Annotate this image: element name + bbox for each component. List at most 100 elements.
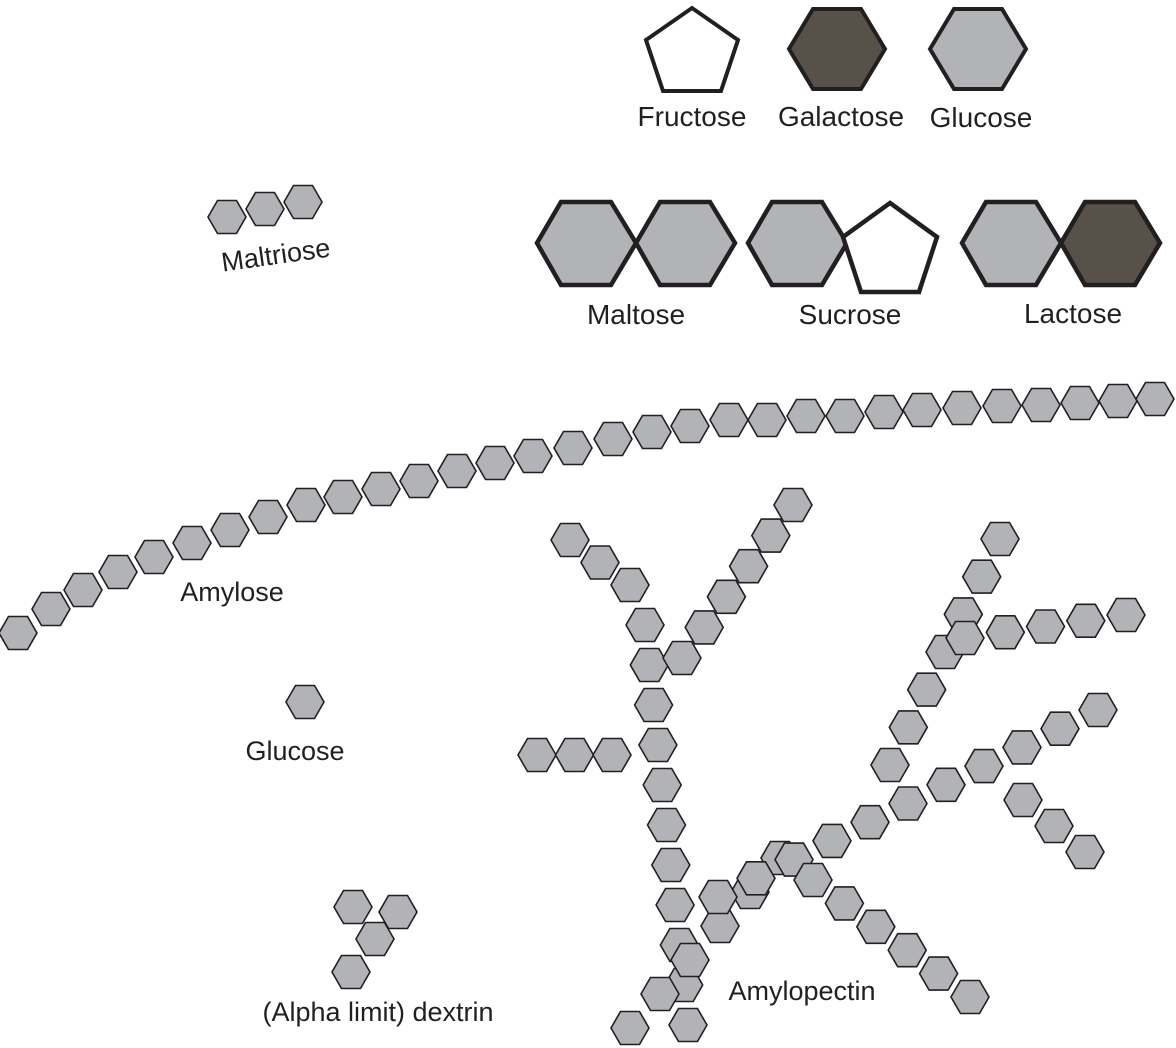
- glucose-hexagon-icon: [355, 921, 395, 957]
- glucose-hexagon-icon: [517, 737, 557, 773]
- glucose-hexagon-icon: [709, 402, 749, 438]
- glucose-hexagon-icon: [855, 909, 896, 945]
- fructose-pentagon-icon: [840, 200, 940, 295]
- glucose-hexagon-icon: [870, 747, 910, 783]
- glucose-hexagon-icon: [982, 388, 1022, 424]
- glucose-hexagon-icon: [554, 737, 595, 773]
- glucose-hexagon-icon: [736, 860, 776, 896]
- glucose-hexagon-icon: [1098, 383, 1138, 419]
- glucose-hexagon-icon: [926, 767, 966, 803]
- glucose-hexagon-icon: [0, 615, 38, 651]
- glucose-hexagon-icon: [902, 392, 942, 428]
- glucose-hexagon-icon: [63, 572, 103, 608]
- sucrose-structure: [745, 199, 940, 295]
- glucose-hexagon-icon: [207, 199, 247, 235]
- glucose-hexagon-icon: [629, 647, 670, 683]
- glucose-structure-label: Glucose: [245, 736, 344, 766]
- disaccharides: Maltose Sucrose Lactose: [534, 199, 1163, 330]
- glucose-hexagon-icon: [706, 579, 747, 615]
- maltose-structure: [534, 199, 738, 288]
- dextrin-structure: [331, 889, 418, 990]
- glucose-hexagon-icon: [918, 956, 959, 991]
- glucose-hexagon-icon: [662, 640, 702, 676]
- glucose-hexagon-icon: [632, 414, 672, 450]
- glucose-hexagon-icon: [1040, 711, 1080, 747]
- glucose-hexagon-icon: [646, 807, 687, 843]
- glucose-hexagon-icon: [625, 607, 665, 643]
- glucose-hexagon-icon: [945, 620, 985, 656]
- glucose-hexagon-icon: [1065, 834, 1105, 870]
- glucose-hexagon-icon: [668, 1007, 708, 1043]
- glucose-hexagon-icon: [961, 559, 1002, 594]
- glucose-hexagon-icon: [906, 672, 947, 707]
- glucose-hexagon-icon: [1021, 387, 1061, 423]
- glucose-hexagon-icon: [747, 402, 787, 438]
- lactose-structure: [959, 199, 1163, 288]
- glucose-structure: [285, 684, 325, 720]
- lactose-label: Lactose: [1024, 298, 1122, 329]
- glucose-hexagon-icon: [773, 487, 813, 523]
- glucose-hexagon-icon: [640, 976, 680, 1012]
- glucose-hexagon-icon: [700, 908, 740, 944]
- glucose-hexagon-icon: [887, 932, 928, 968]
- glucose-hexagon-icon: [750, 518, 791, 553]
- amylose-label: Amylose: [180, 577, 284, 607]
- glucose-hexagon-icon: [98, 554, 138, 590]
- glucose-hexagon-icon: [245, 191, 285, 227]
- glucose-hexagon-icon: [670, 942, 710, 978]
- glucose-hexagon-icon: [950, 979, 990, 1015]
- glucose-hexagon-icon: [964, 748, 1004, 784]
- glucose-hexagon-icon: [825, 398, 865, 434]
- glucose-hexagon-icon: [812, 823, 852, 859]
- glucose-hexagon-icon: [1078, 692, 1118, 728]
- glucose-hexagon-icon: [286, 487, 326, 523]
- glucose-hexagon-icon: [1106, 597, 1146, 633]
- glucose-hexagon-icon: [786, 398, 826, 434]
- glucose-hexagon-icon: [331, 954, 371, 990]
- glucose-hexagon-icon: [610, 1010, 650, 1046]
- glucose-hexagon-icon: [864, 394, 904, 430]
- maltriose-structure: [207, 184, 323, 235]
- glucose-hexagon-icon: [633, 687, 674, 723]
- glucose-hexagon-icon: [31, 591, 71, 627]
- legend: Fructose Galactose Glucose: [638, 5, 1033, 133]
- glucose-hexagon-icon: [745, 199, 850, 288]
- glucose-hexagon-icon: [550, 522, 590, 558]
- glucose-hexagon-icon: [378, 894, 418, 930]
- glucose-hexagon-icon: [985, 614, 1026, 650]
- glucose-hexagon-icon: [698, 879, 738, 915]
- glucose-hexagon-icon: [980, 521, 1020, 557]
- glucose-hexagon-icon: [942, 390, 982, 426]
- glucose-hexagon-icon: [728, 548, 769, 584]
- galactose-label: Galactose: [778, 101, 904, 132]
- glucose-hexagon-icon: [553, 430, 593, 466]
- glucose-hexagon-icon: [248, 499, 288, 535]
- glucose-label: Glucose: [930, 102, 1033, 133]
- glucose-hexagon-icon: [824, 886, 865, 921]
- fructose-label: Fructose: [638, 101, 747, 132]
- galactose-hexagon-icon: [1058, 199, 1163, 288]
- glucose-hexagon-icon: [1060, 385, 1100, 421]
- glucose-hexagon-icon: [323, 479, 363, 515]
- glucose-hexagon-icon: [1034, 808, 1074, 844]
- glucose-hexagon-icon: [633, 199, 738, 288]
- glucose-hexagon-icon: [1003, 782, 1043, 818]
- glucose-hexagon-icon: [637, 727, 678, 763]
- glucose-hexagon-icon: [670, 408, 710, 444]
- glucose-hexagon-icon: [642, 767, 683, 803]
- glucose-hexagon-icon: [580, 545, 620, 580]
- glucose-hexagon-icon: [1002, 730, 1042, 765]
- glucose-hexagon-icon: [134, 539, 174, 575]
- amylopectin-label: Amylopectin: [728, 976, 875, 1006]
- glucose-hexagon-icon: [888, 786, 928, 821]
- glucose-hexagon-icon: [361, 471, 401, 507]
- amylose-structure: [0, 381, 1175, 651]
- sucrose-label: Sucrose: [799, 299, 902, 330]
- glucose-hexagon-icon: [650, 847, 691, 883]
- glucose-hexagon-icon: [1065, 603, 1106, 639]
- glucose-hexagon-icon: [793, 862, 833, 898]
- glucose-hexagon-icon: [655, 887, 696, 923]
- glucose-hexagon-icon: [172, 525, 212, 561]
- glucose-hexagon-icon: [210, 512, 250, 548]
